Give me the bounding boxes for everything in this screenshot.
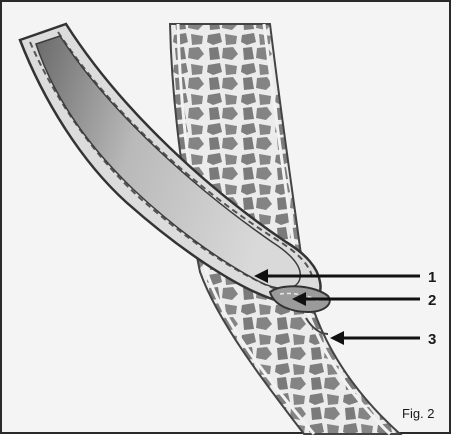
label-2: 2: [428, 292, 436, 309]
label-3: 3: [428, 331, 436, 348]
figure-caption: Fig. 2: [402, 406, 435, 421]
label-1: 1: [428, 269, 436, 286]
arrow-3: [330, 331, 420, 345]
